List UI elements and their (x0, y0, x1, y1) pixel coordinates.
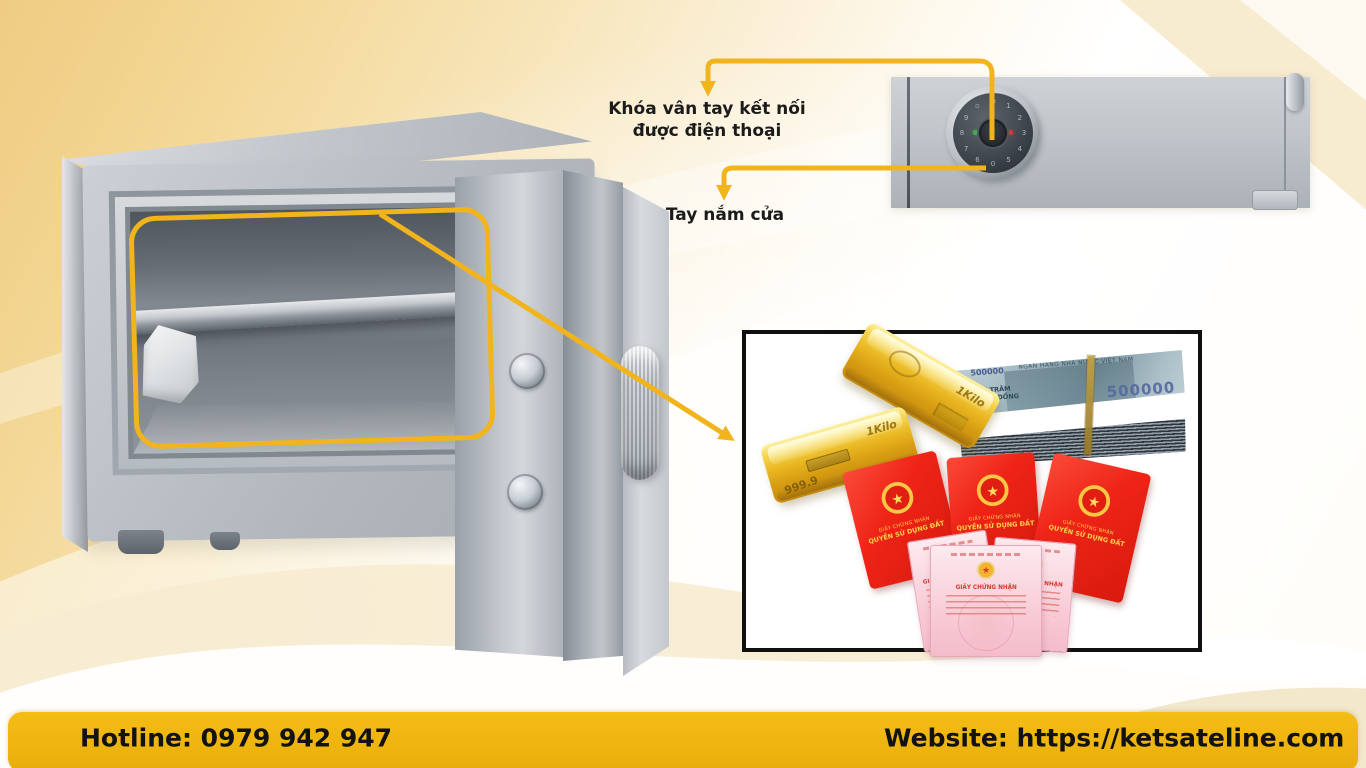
national-emblem-icon (973, 473, 1013, 512)
desiccant-packet (139, 324, 204, 405)
red-star-icon (982, 567, 990, 576)
keypad-key: 1 (1006, 102, 1011, 111)
label-fingerprint-lock: Khóa vân tay kết nối được điện thoại (590, 98, 824, 142)
banknote-value-large: 500000 (1106, 378, 1177, 402)
green-indicator-light (973, 130, 978, 135)
keypad-key: 6 (975, 155, 980, 164)
gold-star-icon (986, 485, 1000, 500)
label-door-handle: Tay nắm cửa (665, 205, 785, 225)
gold-bar-seal (884, 345, 926, 383)
hotline-label: Hotline: (80, 723, 192, 753)
label-fingerprint-line1: Khóa vân tay kết nối (608, 99, 806, 119)
keypad-key: 9 (963, 113, 969, 122)
door-right-edge (1284, 77, 1286, 208)
pink-cert-title: GIẤY CHỨNG NHẬN (955, 584, 1017, 591)
door-inner-face (455, 170, 563, 658)
gold-bar-weight: 1Kilo (953, 383, 988, 411)
keypad-key: ✱ (990, 98, 996, 106)
safe-door-open (455, 160, 669, 676)
hotline-number: 0979 942 947 (200, 723, 393, 753)
safe-open-photo (62, 112, 669, 678)
pink-cert-header (950, 553, 1022, 556)
keypad-key: 7 (963, 144, 969, 153)
hinge-icon (1286, 73, 1304, 111)
red-indicator-light (1008, 130, 1013, 135)
door-edge (563, 170, 623, 661)
gold-bar-weight: 1Kilo (864, 417, 899, 439)
website-label: Website: (884, 723, 1008, 753)
keypad-key: 5 (1006, 155, 1011, 164)
keypad-key: 2 (1017, 113, 1023, 122)
gold-bar-plaque (805, 448, 851, 473)
valuables-inset: NGÂN HÀNG NHÀ NƯỚC VIỆT NAM 500000 NĂM T… (742, 321, 1202, 657)
website-url[interactable]: https://ketsateline.com (1016, 723, 1345, 753)
pink-certificate: GIẤY CHỨNG NHẬN (930, 545, 1042, 657)
lock-bolt (509, 353, 545, 389)
hinge-bracket (1252, 190, 1298, 210)
keypad-key: 0 (990, 160, 996, 168)
keypad-key: ▫ (975, 102, 980, 111)
lock-bolt (507, 474, 543, 510)
keypad-key: 3 (1021, 129, 1027, 137)
fingerprint-sensor (979, 119, 1007, 147)
footer-bar: Hotline: 0979 942 947 Website: https://k… (8, 712, 1358, 768)
national-emblem-icon (1072, 481, 1116, 525)
banknote-value-small: 500000 (970, 366, 1005, 378)
keypad-key: 8 (959, 129, 965, 137)
label-fingerprint-line2: được điện thoại (632, 121, 782, 141)
safe-foot (210, 532, 240, 550)
national-emblem-icon (976, 561, 996, 581)
door-seam (907, 77, 910, 208)
gold-bar-recess (932, 402, 969, 432)
pink-cert-watermark (958, 595, 1014, 651)
safe-foot (118, 530, 164, 554)
gold-bar-purity: 999.9 (782, 473, 820, 498)
door-knob (621, 346, 659, 480)
gold-star-icon (1086, 494, 1101, 510)
hotline-text: Hotline: 0979 942 947 (80, 724, 392, 753)
keypad-key: 4 (1017, 144, 1023, 153)
gold-star-icon (890, 491, 906, 508)
national-emblem-icon (876, 477, 920, 522)
website-text: Website: https://ketsateline.com (884, 724, 1344, 753)
